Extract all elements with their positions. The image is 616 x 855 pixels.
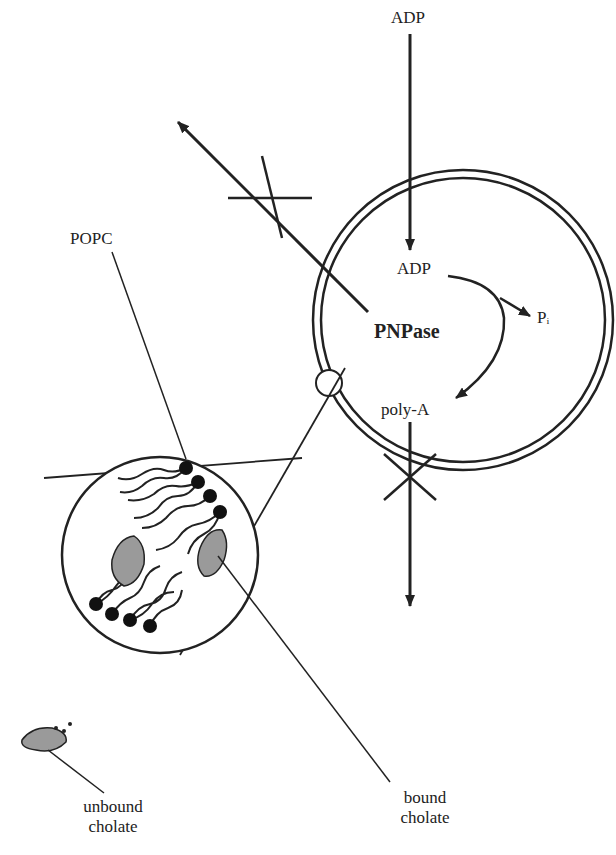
leader-line bbox=[218, 556, 390, 782]
free-cholate bbox=[22, 722, 72, 751]
cholate-label: unbound cholate bbox=[72, 797, 154, 836]
reaction-arrow bbox=[448, 276, 504, 398]
influx-arrow bbox=[409, 34, 412, 250]
vesicle-inner bbox=[321, 178, 605, 462]
block-cross bbox=[262, 156, 282, 238]
membrane-spot bbox=[316, 370, 342, 396]
blocked-arrow bbox=[409, 422, 412, 606]
lipid-label: POPC bbox=[70, 229, 113, 249]
product-label: poly-A bbox=[381, 400, 429, 420]
substrate-label: ADP bbox=[397, 259, 431, 279]
cholate-shape bbox=[112, 530, 227, 586]
substrate-label: ADP bbox=[391, 8, 425, 28]
blocked-arrow bbox=[178, 122, 368, 312]
leader-line bbox=[48, 750, 104, 793]
cholate-label: bound cholate bbox=[388, 788, 462, 827]
block-cross bbox=[228, 197, 312, 200]
zoom-circle bbox=[62, 457, 258, 653]
vesicle-outer bbox=[313, 170, 613, 470]
enzyme-label: PNPase bbox=[374, 320, 440, 343]
leader-line bbox=[112, 252, 186, 459]
phosphate-branch bbox=[500, 298, 530, 316]
lipid-heads bbox=[89, 461, 227, 633]
product-label: Pᵢ bbox=[537, 308, 549, 328]
block-cross bbox=[384, 454, 436, 500]
block-cross bbox=[384, 454, 436, 500]
